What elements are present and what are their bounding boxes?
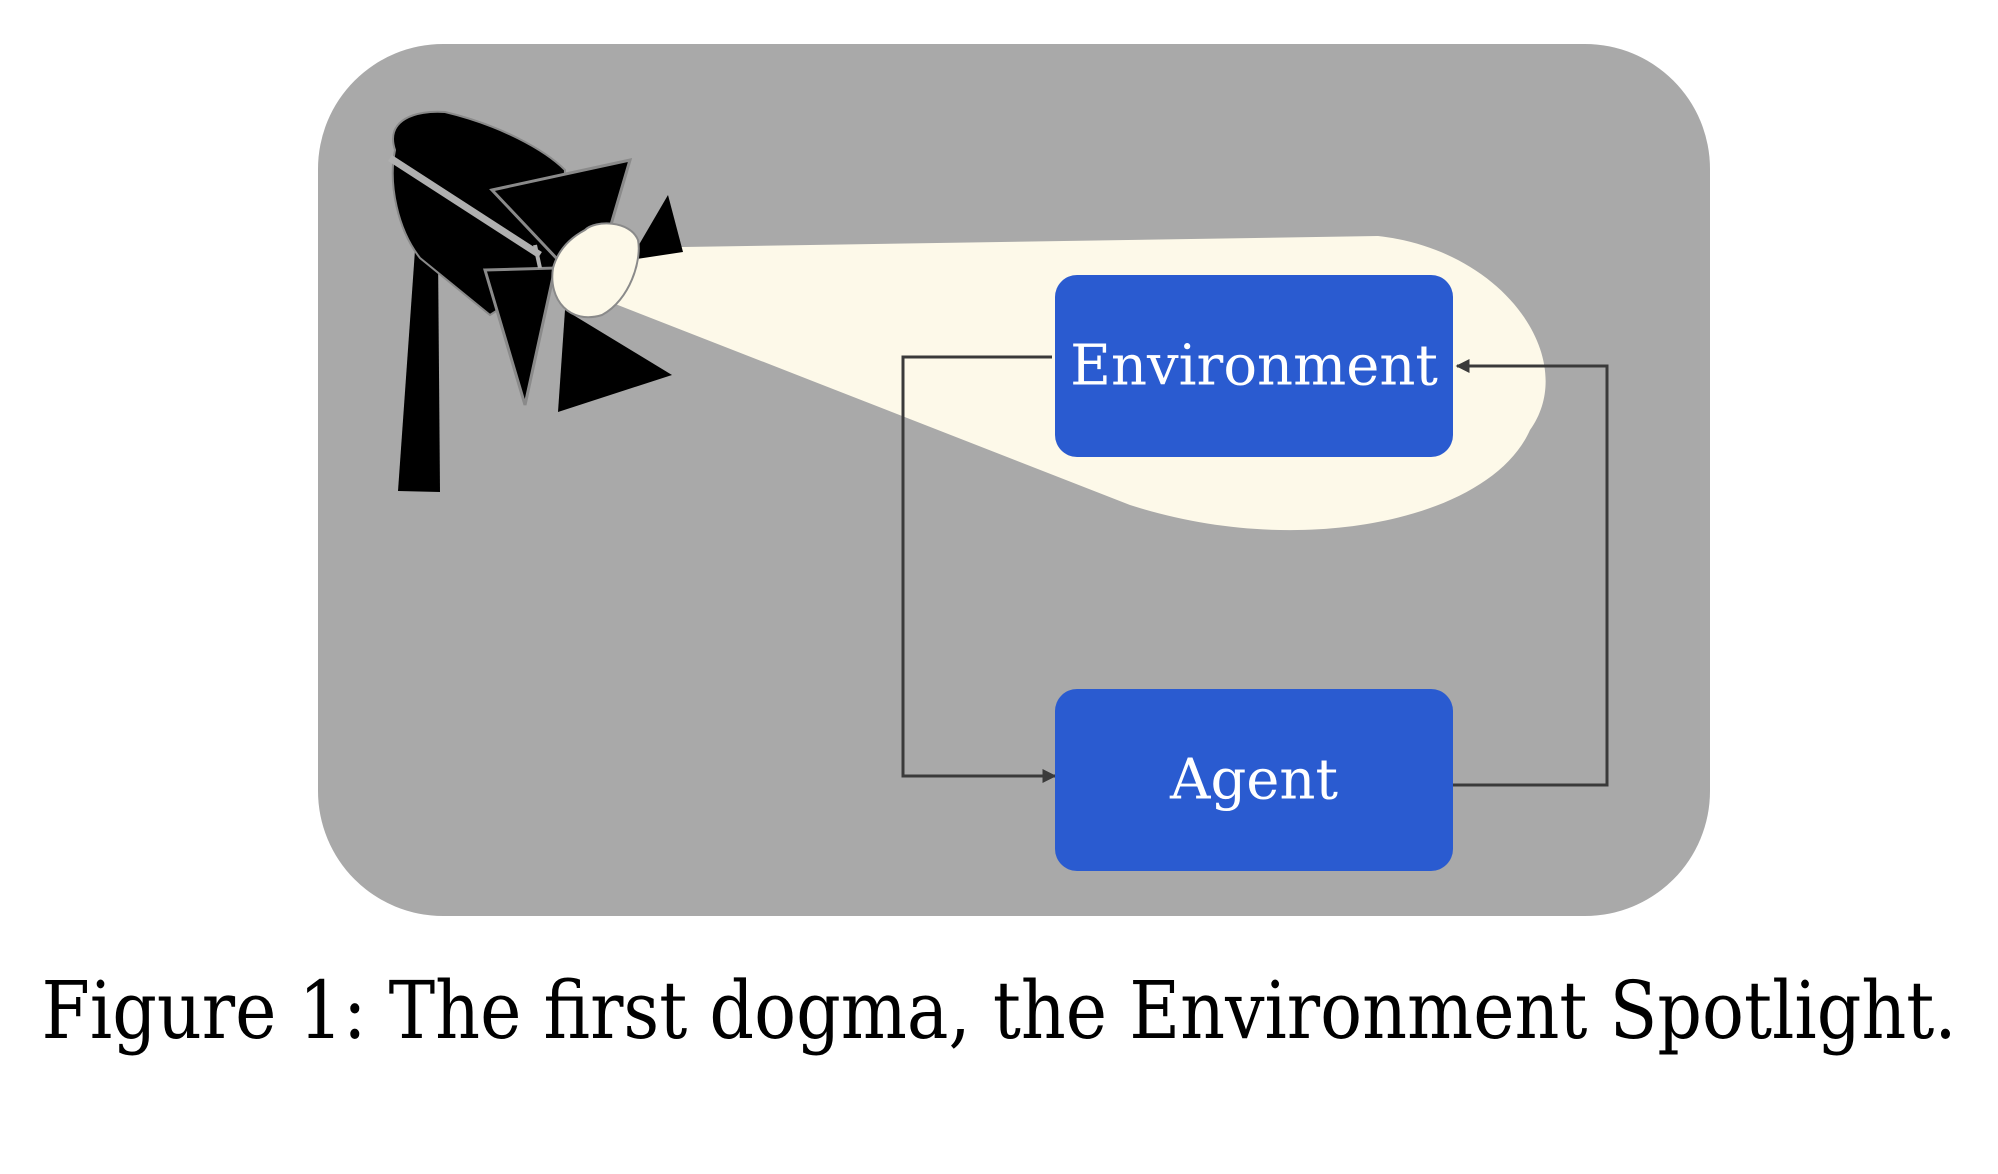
- agent-node: Agent: [1055, 689, 1453, 871]
- environment-node: Environment: [1055, 275, 1453, 457]
- agent-label: Agent: [1169, 748, 1338, 813]
- figure-caption: Figure 1: The first dogma, the Environme…: [42, 964, 1957, 1057]
- spotlight-icon: [388, 110, 683, 492]
- environment-label: Environment: [1070, 334, 1438, 399]
- edge-agent-to-environment: [1453, 359, 1609, 787]
- edge-environment-to-agent: [901, 355, 1057, 783]
